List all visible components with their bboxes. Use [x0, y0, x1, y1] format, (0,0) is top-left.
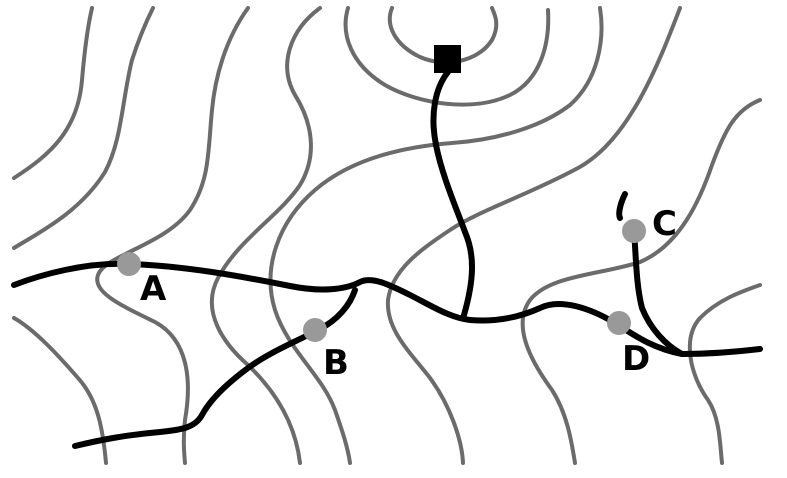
contour-line [209, 6, 322, 465]
contour-line [687, 283, 762, 465]
main-river [11, 260, 763, 357]
contour-line [12, 316, 108, 465]
contour-line [343, 6, 551, 107]
point-b-marker [303, 318, 327, 342]
contour-line [268, 6, 604, 465]
contour-line [520, 98, 762, 465]
source-marker-icon [434, 45, 461, 73]
point-b-label: B [323, 343, 349, 383]
tributary-c [616, 191, 685, 357]
point-a-marker [117, 252, 141, 276]
labeled-points: A B C D [117, 204, 677, 383]
contour-line [95, 6, 250, 465]
point-d-label: D [622, 339, 650, 379]
tributary-from-source [430, 69, 475, 318]
contour-line [12, 6, 94, 180]
point-a-label: A [140, 269, 167, 309]
point-d-marker [607, 311, 631, 335]
contour-lines [12, 6, 762, 465]
contour-line [385, 6, 682, 465]
point-c-label: C [652, 204, 677, 244]
contour-line [12, 6, 155, 250]
point-c-marker [622, 219, 646, 243]
